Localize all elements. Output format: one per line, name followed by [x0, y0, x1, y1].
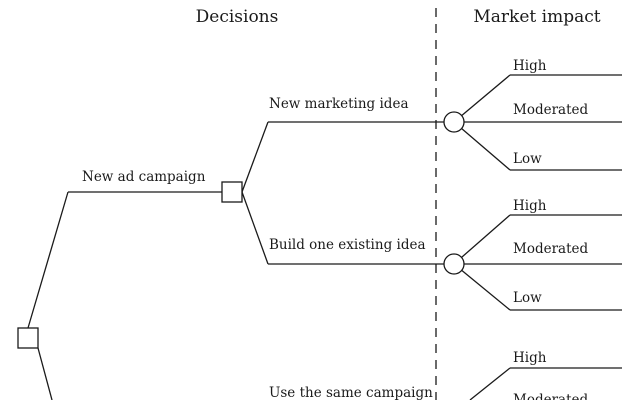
decisions-header: Decisions — [196, 7, 279, 27]
chance-node-1 — [443, 111, 465, 133]
root-branch-down — [37, 347, 53, 400]
option-3-label: Use the same campaign — [269, 385, 433, 400]
outcome-3-moderated-label: Moderated — [513, 392, 588, 400]
outcome-2-moderated-label: Moderated — [513, 241, 588, 257]
option-2-connector — [241, 191, 269, 265]
outcome-1-moderated-label: Moderated — [513, 102, 588, 118]
outcome-2-low-connector — [453, 263, 511, 311]
root-branch-up — [27, 191, 69, 329]
outcome-1-high-label: High — [513, 58, 547, 74]
outcome-2-high-connector — [453, 214, 511, 265]
outcome-1-low-label: Low — [513, 151, 542, 167]
chance-node-2 — [443, 253, 465, 275]
outcome-1-low-connector — [453, 121, 511, 171]
outcome-1-high-connector — [453, 74, 511, 123]
option-1-connector — [241, 121, 269, 193]
outcome-3-high-connector — [469, 367, 511, 400]
outcome-2-high-label: High — [513, 198, 547, 214]
option-2-label: Build one existing idea — [269, 237, 426, 253]
root-decision-node — [17, 327, 39, 349]
outcome-2-low-label: Low — [513, 290, 542, 306]
option-1-label: New marketing idea — [269, 96, 409, 112]
outcome-3-high-label: High — [513, 350, 547, 366]
new-ad-campaign-label: New ad campaign — [82, 169, 206, 185]
market-impact-header: Market impact — [473, 7, 600, 27]
secondary-decision-node — [221, 181, 243, 203]
